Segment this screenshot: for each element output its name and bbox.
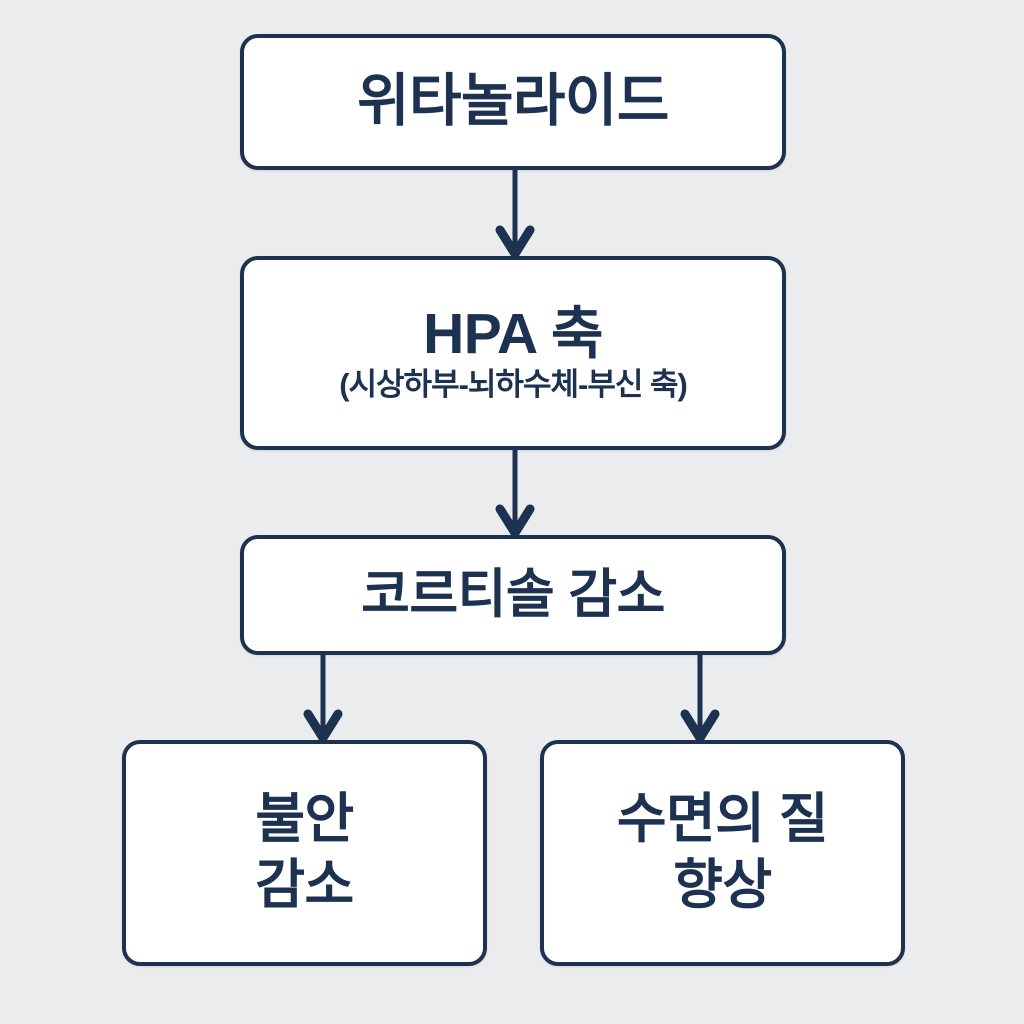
flow-node-sleep-title: 수면의 질 향상 (616, 789, 829, 915)
flow-node-hpa-axis-subtitle: (시상하부-뇌하수체-부신 축) (339, 366, 688, 402)
flow-arrow-withanolide-to-hpa-axis (495, 168, 535, 260)
flow-arrow-hpa-axis-to-cortisol (495, 448, 535, 539)
flow-arrow-cortisol-to-anxiety (303, 653, 343, 744)
flow-node-withanolide-title: 위타놀라이드 (357, 69, 669, 134)
flow-node-anxiety-title: 불안 감소 (255, 789, 354, 915)
flow-node-hpa-axis[interactable]: HPA 축 (시상하부-뇌하수체-부신 축) (240, 256, 786, 450)
flow-node-cortisol-title: 코르티솔 감소 (361, 565, 665, 625)
flow-node-withanolide[interactable]: 위타놀라이드 (240, 34, 786, 170)
flow-arrow-cortisol-to-sleep (680, 653, 720, 744)
flow-node-cortisol[interactable]: 코르티솔 감소 (240, 535, 786, 655)
flow-node-hpa-axis-title: HPA 축 (423, 302, 603, 367)
flow-node-anxiety[interactable]: 불안 감소 (122, 740, 487, 966)
flow-node-sleep[interactable]: 수면의 질 향상 (540, 740, 905, 966)
